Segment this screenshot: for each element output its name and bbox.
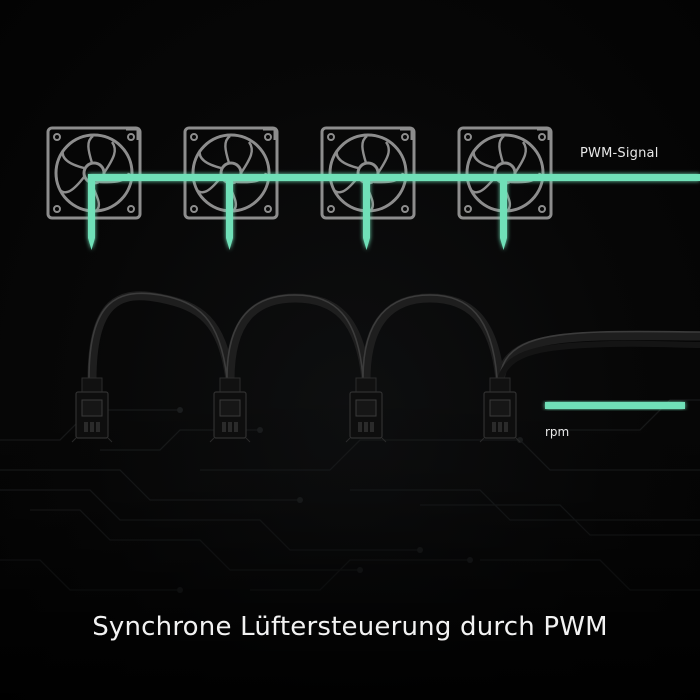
- rpm-label: rpm: [545, 425, 570, 439]
- splitter-cable: [87, 291, 700, 385]
- fan-row: [46, 126, 553, 220]
- rpm-signal-line: [545, 402, 685, 409]
- pwm-signal-line: [88, 174, 700, 250]
- caption-title: Synchrone Lüftersteuerung durch PWM: [92, 612, 608, 642]
- pwm-signal-label: PWM-Signal: [580, 146, 659, 161]
